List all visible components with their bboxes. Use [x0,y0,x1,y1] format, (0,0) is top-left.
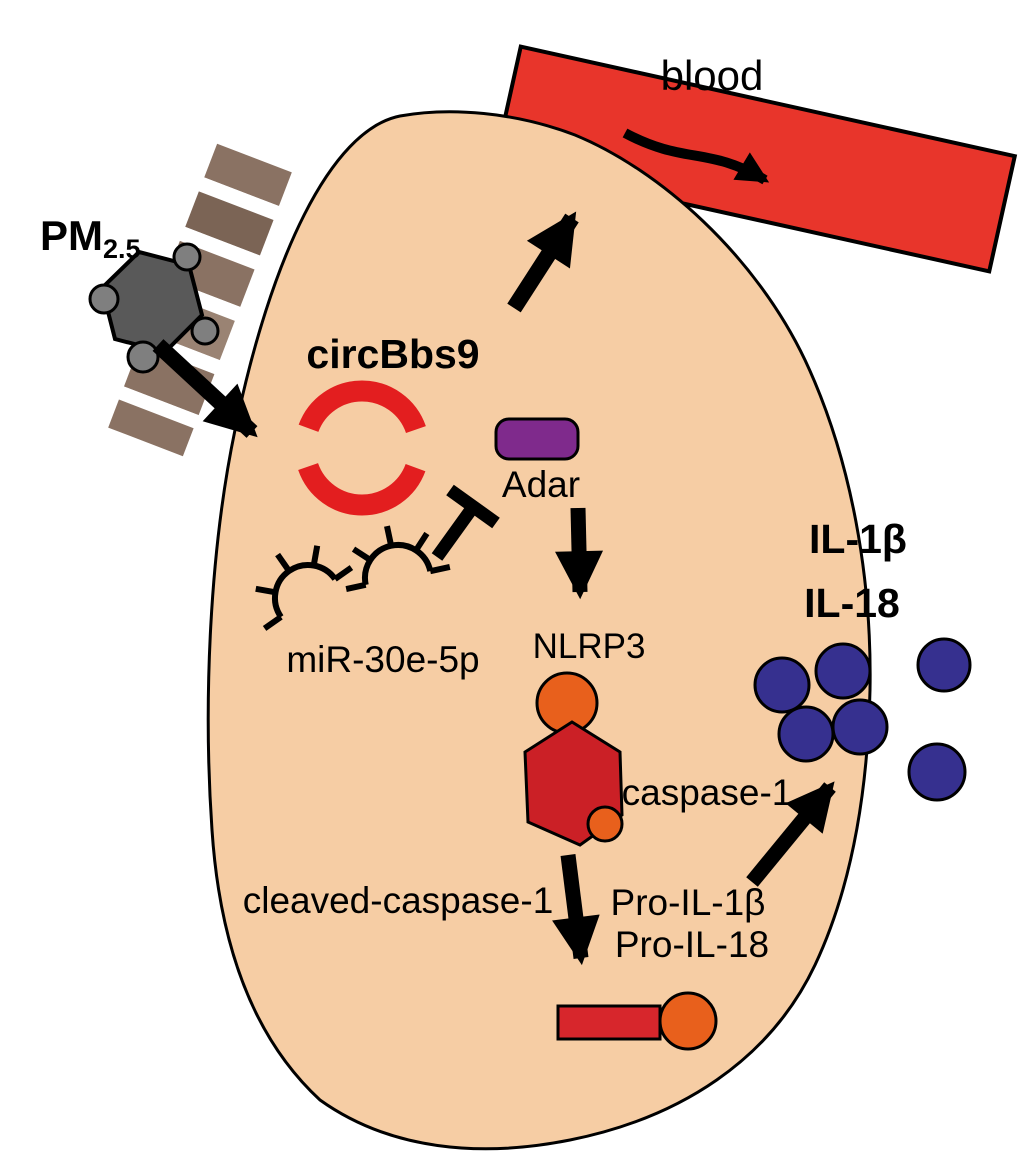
tbar-shaft [431,503,479,561]
secretion-to-blood-arrow [507,211,579,313]
tube-stripe [204,143,292,207]
mirna-icon [345,525,451,592]
maturation-arrow [746,781,836,887]
blood-flow-arrow [622,128,770,185]
pm-particle-dot [172,242,202,272]
mirna-label: miR-30e-5p [286,639,479,680]
adar-to-nlrp3-arrow [555,507,604,600]
nlrp3-label: NLRP3 [533,627,646,666]
pm25-label: PM2.5 [40,212,141,264]
cytokine-circle [753,656,811,714]
cytokine-circle [814,642,872,700]
blood-vessel: blood [492,44,1018,274]
il1b-label: IL-1β [809,516,907,562]
cell-body [206,110,872,1151]
il18-label: IL-18 [804,580,900,626]
adar-label: Adar [502,464,580,505]
cytokine-circle [831,698,889,756]
cytokine-circle [907,742,967,802]
cytokine-circle [916,637,972,693]
cleaved-caspase1-label: cleaved-caspase-1 [243,880,554,921]
pm-particle-dot [126,340,160,374]
tube-stripe [108,399,194,457]
inflammasome-small-circle [586,805,624,843]
pro-il18-label: Pro-IL-18 [615,924,769,965]
cleavage-arrow [552,854,600,966]
pm-particle-dot [88,283,120,315]
cleaved-caspase1-shape [556,991,718,1051]
tube-stripe [198,177,279,221]
inflammasome-complex [523,671,624,847]
pm-entry-arrow [152,339,258,438]
pro-il1b-label: Pro-IL-1β [611,882,766,923]
cytokine-circle [777,705,835,763]
tube-stripe [118,386,199,429]
tbar-cap [446,484,500,529]
tube-stripe [179,226,260,270]
mirna-icon [255,545,354,631]
caspase1-label: caspase-1 [622,772,793,813]
circbbs9-ring [294,380,430,516]
cleaved-circle [658,991,718,1051]
inhibition-tbar [431,484,500,561]
blood-label: blood [661,52,764,99]
tube-stripe [185,191,274,256]
pm-particle-dot [190,316,220,346]
circbbs9-label: circBbs9 [306,331,479,377]
adar-protein [494,417,580,461]
cytokine-cluster [753,637,972,802]
cleaved-bar [556,1004,662,1041]
